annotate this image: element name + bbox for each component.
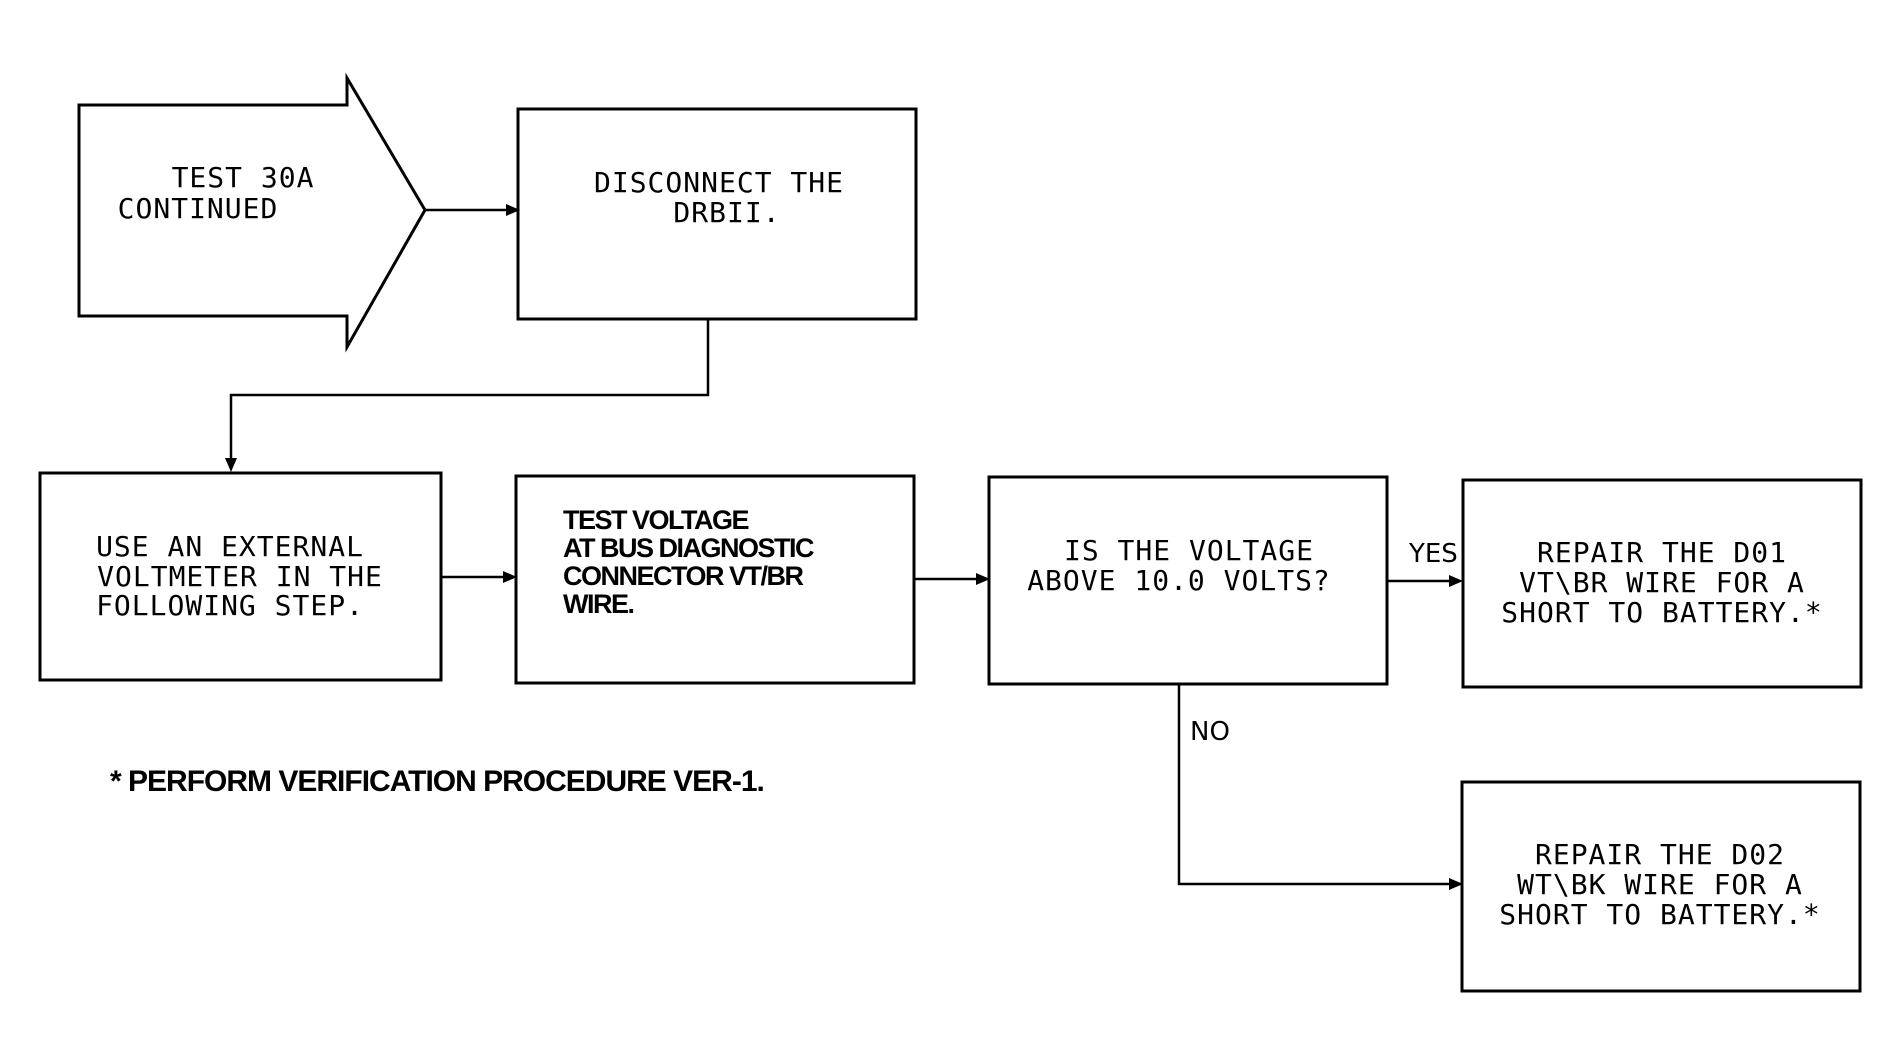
connector-disconnect-to-voltmeter [225,319,710,472]
connector-voltmeter-to-test [441,571,517,583]
decision-box: IS THE VOLTAGE ABOVE 10.0 VOLTS? [987,475,1389,686]
repair-d02-box: REPAIR THE D02 WT\BK WIRE FOR A SHORT TO… [1460,780,1862,993]
test-voltage-line-1: TEST VOLTAGE [563,505,748,535]
decision-line-2: ABOVE 10.0 VOLTS? [1027,564,1331,597]
verification-note: * PERFORM VERIFICATION PROCEDURE VER-1. [110,765,764,798]
voltmeter-step-box: USE AN EXTERNAL VOLTMETER IN THE FOLLOWI… [38,471,443,682]
start-line-2: CONTINUED [118,192,279,225]
repair-d01-line-3: SHORT TO BATTERY.* [1501,596,1822,629]
yes-label: YES [1408,539,1458,569]
repair-d02-line-1: REPAIR THE D02 [1535,838,1785,871]
no-label: NO [1190,717,1230,747]
repair-d02-line-2: WT\BK WIRE FOR A [1517,868,1803,901]
repair-d02-line-3: SHORT TO BATTERY.* [1499,898,1820,931]
disconnect-line-1: DISCONNECT THE [594,166,844,199]
connector-no-branch: NO [1177,684,1463,890]
test-voltage-line-3: CONNECTOR VT/BR [563,561,804,591]
decision-line-1: IS THE VOLTAGE [1064,534,1314,567]
voltmeter-line-1: USE AN EXTERNAL [96,530,364,563]
start-line-1: TEST 30A [172,161,315,194]
voltmeter-line-3: FOLLOWING STEP. [96,589,364,622]
voltmeter-line-2: VOLTMETER IN THE [97,560,383,593]
disconnect-line-2: DRBII. [673,196,780,229]
connector-test-to-decision [914,573,990,585]
repair-d01-line-2: VT\BR WIRE FOR A [1519,566,1805,599]
repair-d01-line-1: REPAIR THE D01 [1537,536,1787,569]
start-arrow-shape: TEST 30A CONTINUED [77,72,427,353]
disconnect-step-box: DISCONNECT THE DRBII. [516,107,918,321]
connector-start-to-disconnect [425,204,520,216]
repair-d01-box: REPAIR THE D01 VT\BR WIRE FOR A SHORT TO… [1461,478,1863,689]
test-voltage-step-box: TEST VOLTAGE AT BUS DIAGNOSTIC CONNECTOR… [514,474,916,685]
test-voltage-line-4: WIRE. [563,589,634,619]
test-voltage-line-2: AT BUS DIAGNOSTIC [563,533,814,563]
connector-yes-branch: YES [1387,539,1463,587]
